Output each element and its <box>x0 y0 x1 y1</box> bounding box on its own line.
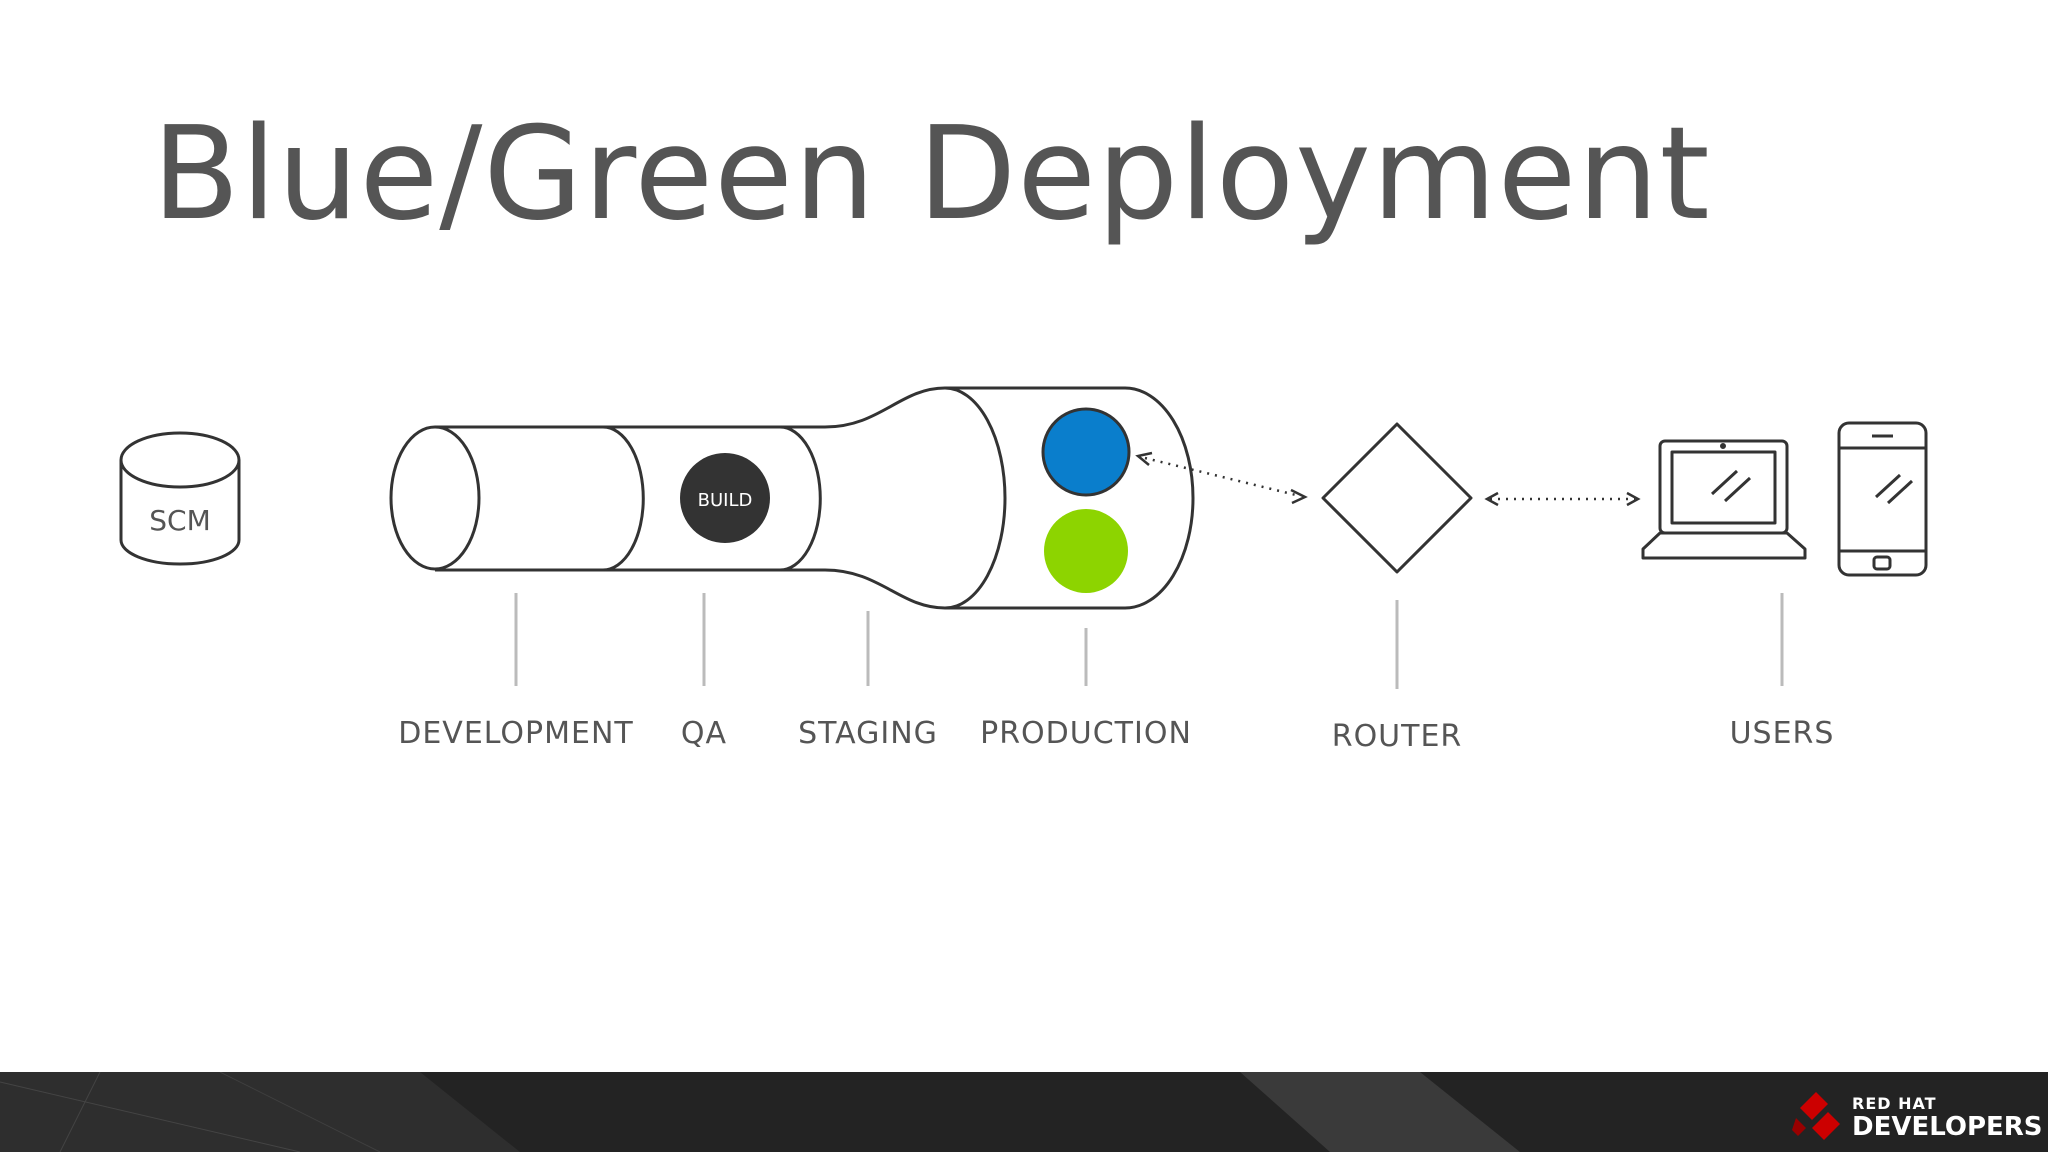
scm-label: SCM <box>149 504 210 537</box>
router-icon <box>1321 422 1473 574</box>
footer-bar <box>0 1072 2048 1152</box>
stage-label-development: DEVELOPMENT <box>398 716 634 751</box>
footer-texture <box>0 1072 1520 1152</box>
phone-icon <box>1837 421 1928 577</box>
tube-opening <box>389 425 481 571</box>
tube-segment-dev-qa <box>602 425 645 572</box>
blue-environment <box>1041 407 1131 497</box>
laptop-icon <box>1641 439 1807 560</box>
stage-label-staging: STAGING <box>798 716 938 751</box>
tube-segment-qa-staging <box>779 425 822 572</box>
build-node <box>680 453 770 543</box>
page-title: Blue/Green Deployment <box>152 100 1711 249</box>
brand-line1: RED HAT <box>1852 1094 1937 1113</box>
router-users-connection <box>1484 491 1641 507</box>
scm-database-icon <box>119 431 241 566</box>
stage-dividers <box>514 593 1784 689</box>
stage-label-qa: QA <box>680 716 728 751</box>
build-label: BUILD <box>698 490 753 511</box>
red-hat-logo-icon <box>1792 1092 1840 1140</box>
pipeline-diagram: SCM BUILD <box>119 386 1928 689</box>
router-label: ROUTER <box>1331 719 1463 754</box>
red-hat-developers-logo: RED HAT DEVELOPERS <box>1792 1090 2043 1150</box>
pipeline-tube <box>389 386 1195 610</box>
stage-label-production: PRODUCTION <box>980 716 1192 751</box>
production-router-connection <box>1135 451 1308 505</box>
users-label: USERS <box>1729 716 1835 751</box>
brand-line2: DEVELOPERS <box>1852 1112 2043 1142</box>
green-environment <box>1044 509 1128 593</box>
tube-segment-production <box>944 386 1007 610</box>
